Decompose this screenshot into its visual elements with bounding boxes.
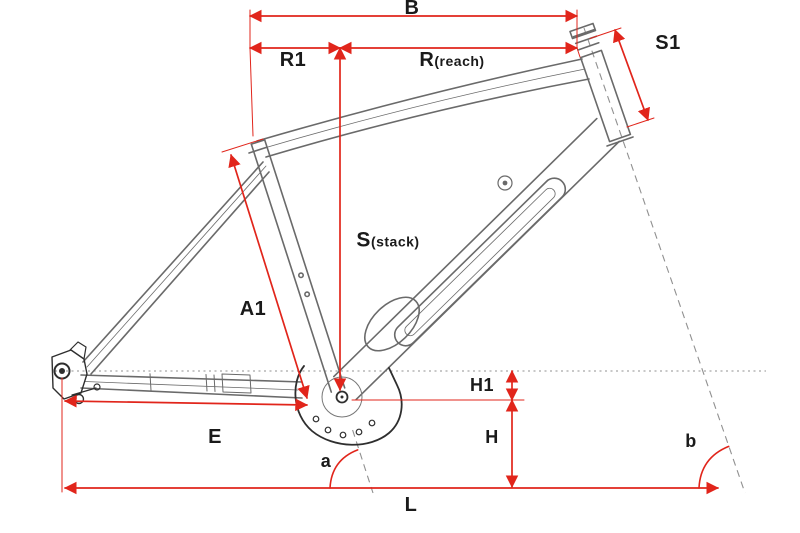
angle-label-a: a	[320, 451, 332, 471]
construction-lines	[55, 27, 766, 494]
dim-label-reach: R(reach)	[419, 50, 484, 70]
dim-label-h1: H1	[469, 375, 495, 395]
dim-label-r1: R1	[279, 49, 307, 71]
dim-label-a1: A1	[239, 298, 267, 320]
down-tube-battery	[333, 117, 620, 401]
dimension-h1	[351, 369, 525, 402]
angle-a-arc	[329, 449, 359, 489]
seat-stays	[82, 161, 270, 375]
dim-label-reach-sub: (reach)	[434, 53, 485, 69]
dimension-lines	[61, 9, 730, 495]
charge-port-icon	[497, 175, 513, 191]
dimension-a1	[221, 138, 310, 399]
frame-outline	[51, 22, 634, 446]
dim-label-h: H	[485, 427, 499, 447]
top-tube	[256, 58, 590, 158]
seat-tube-axis-dashed-line	[352, 429, 374, 494]
steering-axis-dashed-line	[583, 27, 746, 494]
dim-label-s1: S1	[655, 32, 681, 54]
dimension-e	[63, 394, 309, 412]
chainstay	[80, 373, 303, 399]
dim-label-stack-main: S	[356, 228, 371, 252]
head-tube	[569, 22, 634, 147]
frame-gusset-shape	[364, 296, 420, 352]
dimension-s1	[589, 27, 655, 128]
dim-label-e: E	[208, 426, 222, 448]
dim-label-stack: S(stack)	[356, 230, 419, 251]
motor-bottom-bracket	[294, 365, 403, 446]
angle-label-b: b	[685, 431, 697, 451]
dimension-l	[61, 377, 720, 495]
dim-label-l: L	[404, 494, 418, 516]
dim-label-b: B	[404, 0, 420, 19]
dim-label-stack-sub: (stack)	[370, 233, 420, 250]
dim-label-reach-main: R	[419, 49, 435, 71]
angle-b-arc	[698, 445, 730, 489]
